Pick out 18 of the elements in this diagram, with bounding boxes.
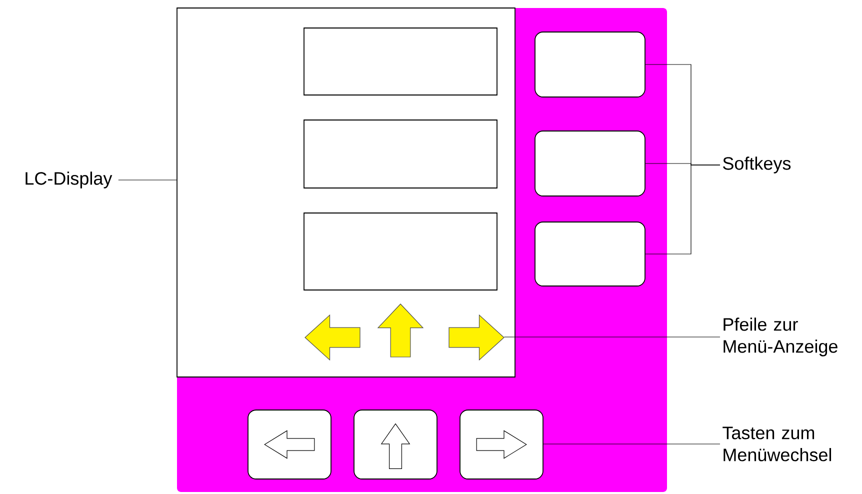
softkey-button xyxy=(534,130,646,196)
softkey-button xyxy=(534,32,646,98)
display-field xyxy=(304,120,498,188)
softkey-button xyxy=(534,222,646,286)
leader-line xyxy=(504,336,720,338)
arrow-symbol xyxy=(377,304,424,358)
callout-label: Softkeys xyxy=(723,156,791,174)
display-field xyxy=(304,28,498,96)
arrow-symbol xyxy=(448,314,504,361)
display-field xyxy=(304,212,498,290)
arrow-symbol xyxy=(304,314,360,361)
leader-line xyxy=(645,164,720,254)
arrow-key-button xyxy=(460,410,544,480)
arrow-key-button xyxy=(354,410,438,480)
arrow-key-button xyxy=(248,410,332,480)
callout-label: Pfeile zur Menü-Anzeige xyxy=(724,318,838,356)
callout-label: LC-Display xyxy=(26,172,112,188)
callout-label: Tasten zum Menüwechsel xyxy=(722,426,832,462)
